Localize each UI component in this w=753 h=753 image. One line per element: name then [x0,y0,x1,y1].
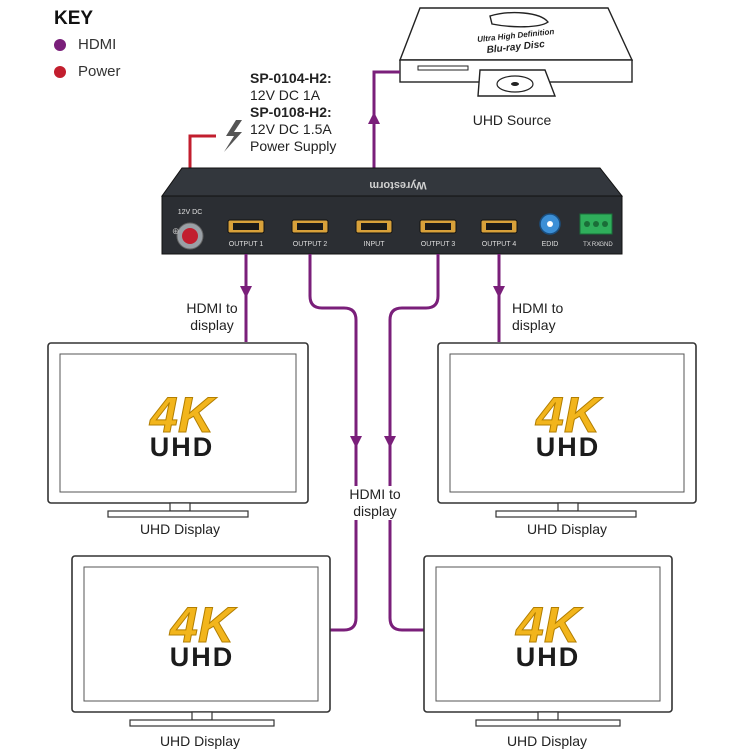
model-0108-label: SP-0108-H2: [250,104,332,120]
port-output-1: OUTPUT 1 [227,219,265,248]
logo-4k: 4K [169,597,238,653]
port-output-3: OUTPUT 3 [419,219,457,248]
output-4-arrow [493,286,505,298]
key-title: KEY [54,8,94,29]
hdmi-label-center: HDMI to display [340,486,410,520]
source-label: UHD Source [473,112,552,128]
port-label: OUTPUT 1 [229,241,264,248]
blu-ray-logo-icon [489,11,549,28]
display-2-label: UHD Display [527,521,607,537]
logo-4k: 4K [535,387,604,443]
logo-uhd: UHD [150,432,215,462]
port-output-4: OUTPUT 4 [480,219,518,248]
hdmi-color-swatch [54,38,66,51]
terminal-label: TX [583,242,591,248]
power-supply-label: Power Supply [250,138,337,154]
key-item-power: Power [54,63,121,80]
power-port-label: 12V DC [178,209,203,216]
uhd-display-3: 4K UHD [71,555,331,727]
logo-4k: 4K [149,387,218,443]
port-label: INPUT [364,241,386,248]
display-3-label: UHD Display [160,733,240,749]
port-output-2: OUTPUT 2 [291,219,329,248]
terminal-label: GND [599,242,613,248]
uhd-display-1: 4K UHD [47,342,309,518]
hdmi-label-left: HDMI to display [186,300,238,333]
terminal-label: RX [592,242,600,248]
power-color-swatch [54,65,66,78]
port-input: INPUT [355,219,393,248]
logo-4k: 4K [515,597,584,653]
port-label: OUTPUT 3 [421,241,456,248]
display-1-label: UHD Display [140,521,220,537]
logo-uhd: UHD [170,642,235,672]
key-item-hdmi: HDMI [54,36,116,53]
logo-uhd: UHD [536,432,601,462]
lightning-icon [224,120,242,152]
model-0108-spec: 12V DC 1.5A [250,121,332,137]
hdmi-cable-output-3 [388,254,440,632]
port-label: OUTPUT 2 [293,241,328,248]
output-1-arrow [240,286,252,298]
svg-text:⊕: ⊕ [172,226,180,236]
key-item-label: Power [78,63,121,80]
uhd-display-4: 4K UHD [423,555,673,727]
hdmi-splitter-device: Wyrestorm 12V DC ⊕ OUTPUT 1 OUTPUT 2 INP… [161,167,624,255]
brand-logo: Wyrestorm [369,179,426,191]
edid-label: EDID [542,241,559,248]
input-arrow [368,112,380,124]
power-supply-spec: SP-0104-H2: 12V DC 1A SP-0108-H2: 12V DC… [250,70,336,155]
model-0104-spec: 12V DC 1A [250,87,321,103]
output-2-arrow [350,436,362,448]
blu-ray-player: Ultra High Definition Blu-ray Disc [398,7,634,97]
uhd-display-2: 4K UHD [437,342,697,518]
hdmi-label-right: HDMI to display [512,300,564,333]
display-4-label: UHD Display [507,733,587,749]
logo-uhd: UHD [516,642,581,672]
port-label: OUTPUT 4 [482,241,517,248]
model-0104-label: SP-0104-H2: [250,70,332,86]
output-3-arrow [384,436,396,448]
key-item-label: HDMI [78,36,117,53]
hdmi-cable-output-2 [308,254,358,632]
